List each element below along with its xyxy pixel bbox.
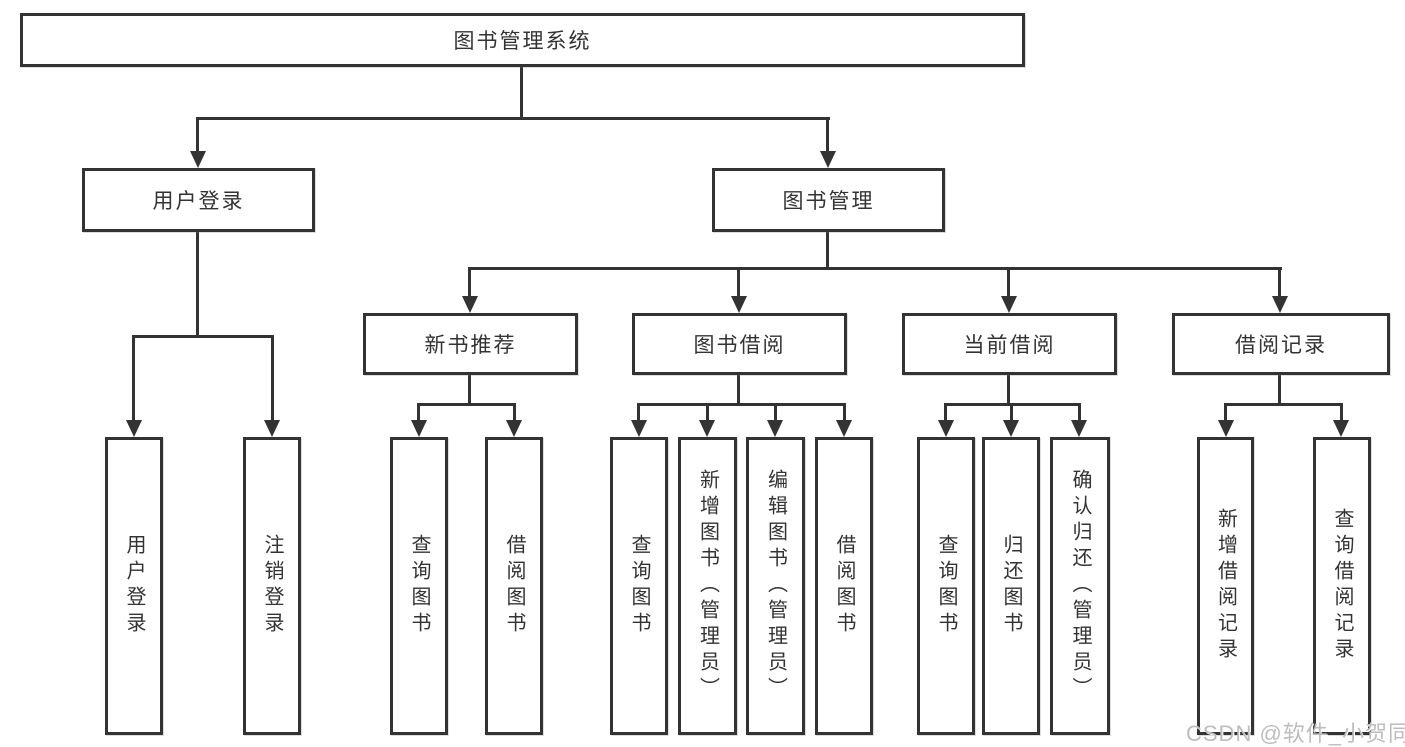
node-book-management: 图书管理 bbox=[712, 168, 945, 232]
node-new-book-recommend: 新书推荐 bbox=[363, 313, 578, 375]
arrowhead-down bbox=[836, 420, 852, 437]
leaf-edit-books-admin: 编辑图书（管理员） bbox=[746, 437, 805, 735]
arrowhead-down bbox=[1001, 296, 1017, 313]
arrowhead-down bbox=[631, 420, 647, 437]
node-user-login: 用户登录 bbox=[82, 168, 315, 232]
leaf-confirm-return-admin: 确认归还（管理员） bbox=[1050, 437, 1110, 735]
connector-line bbox=[520, 67, 523, 120]
connector-line bbox=[1340, 403, 1343, 424]
node-current-borrowing: 当前借阅 bbox=[902, 313, 1117, 375]
connector-line bbox=[1224, 403, 1227, 424]
leaf-borrow-books-recommend: 借阅图书 bbox=[485, 437, 543, 735]
arrowhead-down bbox=[938, 420, 954, 437]
connector-line bbox=[826, 117, 829, 156]
connector-line bbox=[737, 375, 740, 406]
connector-line bbox=[513, 403, 516, 424]
leaf-return-books: 归还图书 bbox=[982, 437, 1040, 735]
leaf-user-login: 用户登录 bbox=[105, 437, 163, 735]
connector-line bbox=[1078, 403, 1081, 424]
connector-line bbox=[843, 403, 846, 424]
leaf-query-books-current: 查询图书 bbox=[917, 437, 975, 735]
connector-line bbox=[637, 403, 640, 424]
connector-line bbox=[1224, 403, 1343, 406]
connector-line bbox=[637, 403, 846, 406]
connector-line bbox=[1007, 375, 1010, 406]
connector-line bbox=[1010, 403, 1013, 424]
leaf-add-books-admin: 新增图书（管理员） bbox=[678, 437, 737, 735]
arrowhead-down bbox=[462, 296, 478, 313]
connector-line bbox=[706, 403, 709, 424]
connector-line bbox=[196, 117, 830, 120]
connector-line bbox=[468, 375, 471, 406]
connector-line bbox=[196, 117, 199, 156]
arrowhead-down bbox=[731, 296, 747, 313]
node-borrowing-records: 借阅记录 bbox=[1172, 313, 1390, 375]
leaf-add-borrow-record: 新增借阅记录 bbox=[1197, 437, 1254, 735]
leaf-query-books-recommend: 查询图书 bbox=[390, 437, 448, 735]
leaf-logout: 注销登录 bbox=[243, 437, 301, 735]
connector-line bbox=[132, 335, 135, 423]
arrowhead-down bbox=[411, 420, 427, 437]
arrowhead-down bbox=[1272, 296, 1288, 313]
connector-line bbox=[944, 403, 947, 424]
node-root: 图书管理系统 bbox=[20, 13, 1025, 67]
node-book-borrowing: 图书借阅 bbox=[632, 313, 847, 375]
leaf-query-books-borrowing: 查询图书 bbox=[610, 437, 668, 735]
connector-line bbox=[417, 403, 516, 406]
connector-line bbox=[1278, 375, 1281, 406]
arrowhead-down bbox=[820, 151, 836, 168]
leaf-borrow-books: 借阅图书 bbox=[815, 437, 873, 735]
arrowhead-down bbox=[506, 420, 522, 437]
arrowhead-down bbox=[1071, 420, 1087, 437]
connector-line bbox=[1007, 267, 1010, 301]
connector-line bbox=[468, 267, 471, 301]
arrowhead-down bbox=[126, 420, 142, 437]
connector-line bbox=[271, 335, 274, 423]
arrowhead-down bbox=[264, 420, 280, 437]
connector-line bbox=[737, 267, 740, 301]
connector-line bbox=[774, 403, 777, 424]
arrowhead-down bbox=[1333, 420, 1349, 437]
arrowhead-down bbox=[1218, 420, 1234, 437]
connector-line bbox=[826, 232, 829, 270]
arrowhead-down bbox=[699, 420, 715, 437]
connector-line bbox=[132, 335, 274, 338]
csdn-watermark: CSDN @软件_小贺同学 bbox=[1186, 721, 1405, 746]
connector-line bbox=[417, 403, 420, 424]
connector-line bbox=[468, 267, 1282, 270]
connector-line bbox=[196, 232, 199, 338]
leaf-query-borrow-record: 查询借阅记录 bbox=[1313, 437, 1371, 735]
arrowhead-down bbox=[767, 420, 783, 437]
connector-line bbox=[1278, 267, 1281, 301]
arrowhead-down bbox=[1003, 420, 1019, 437]
arrowhead-down bbox=[190, 151, 206, 168]
